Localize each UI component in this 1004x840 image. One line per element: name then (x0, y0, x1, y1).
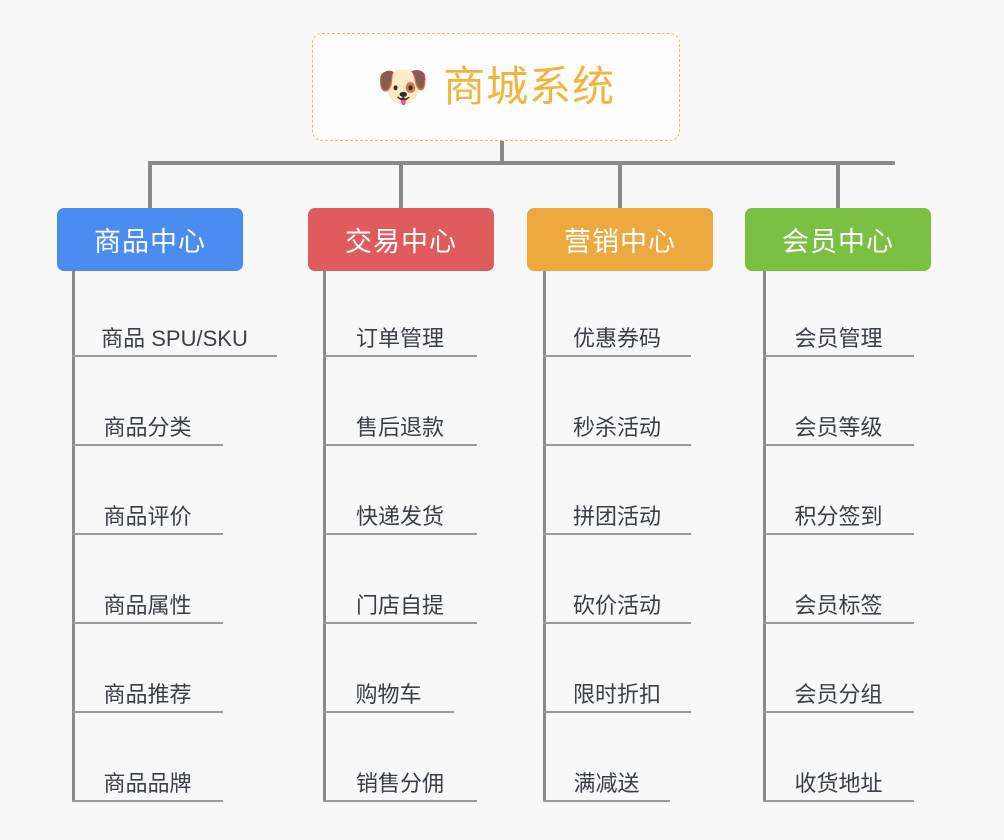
leaf-item[interactable]: 积分签到 (763, 504, 914, 535)
leaf-item[interactable]: 会员管理 (763, 326, 914, 357)
branch-drop-connector-trade-center (399, 161, 403, 208)
leaf-item[interactable]: 秒杀活动 (543, 415, 691, 446)
leaf-item-label: 销售分佣 (355, 770, 444, 796)
root-node[interactable]: 🐶 商城系统 (312, 33, 680, 141)
leaf-item[interactable]: 限时折扣 (543, 682, 691, 713)
leaf-item-label: 会员分组 (794, 681, 883, 707)
leaf-item[interactable]: 门店自提 (323, 593, 477, 624)
leaf-item[interactable]: 优惠券码 (543, 326, 691, 357)
branch-header-product-center[interactable]: 商品中心 (57, 208, 243, 271)
leaf-item-label: 商品分类 (103, 414, 192, 440)
leaf-item[interactable]: 会员分组 (763, 682, 914, 713)
branch-drop-connector-product-center (148, 161, 152, 208)
leaf-item-label: 门店自提 (355, 592, 444, 618)
leaf-item-label: 商品品牌 (103, 770, 192, 796)
leaf-item-label: 积分签到 (794, 503, 883, 529)
leaf-item[interactable]: 售后退款 (323, 415, 477, 446)
leaf-item[interactable]: 购物车 (323, 682, 454, 713)
branch-header-marketing-center[interactable]: 营销中心 (527, 208, 713, 271)
leaf-item-label: 会员标签 (794, 592, 883, 618)
leaf-item-label: 商品推荐 (103, 681, 192, 707)
leaf-item[interactable]: 商品品牌 (72, 771, 223, 802)
leaf-item-label: 秒杀活动 (572, 414, 661, 440)
leaf-item-label: 限时折扣 (572, 681, 661, 707)
leaf-item-label: 售后退款 (355, 414, 444, 440)
leaf-item[interactable]: 商品推荐 (72, 682, 223, 713)
leaf-item[interactable]: 拼团活动 (543, 504, 691, 535)
branch-drop-connector-member-center (836, 161, 840, 208)
leaf-item-label: 拼团活动 (572, 503, 661, 529)
leaf-item-label: 商品评价 (103, 503, 192, 529)
leaf-item[interactable]: 快递发货 (323, 504, 477, 535)
leaf-item[interactable]: 商品评价 (72, 504, 223, 535)
leaf-item-label: 会员等级 (794, 414, 883, 440)
leaf-item[interactable]: 订单管理 (323, 326, 477, 357)
leaf-item[interactable]: 商品属性 (72, 593, 223, 624)
leaf-item-label: 优惠券码 (572, 325, 661, 351)
leaf-item[interactable]: 收货地址 (763, 771, 914, 802)
leaf-item[interactable]: 商品分类 (72, 415, 223, 446)
branch-header-label: 营销中心 (564, 227, 676, 257)
branch-spine-product-center (72, 271, 75, 802)
leaf-item-label: 满减送 (573, 770, 640, 796)
leaf-item-label: 砍价活动 (572, 592, 661, 618)
root-stem-connector (500, 141, 504, 165)
leaf-item[interactable]: 满减送 (543, 771, 670, 802)
dog-face-icon: 🐶 (376, 63, 430, 110)
leaf-item-label: 购物车 (355, 681, 422, 707)
horizontal-bus-connector (148, 161, 895, 165)
branch-spine-trade-center (323, 271, 326, 802)
branch-header-label: 会员中心 (782, 227, 894, 257)
leaf-item[interactable]: 砍价活动 (543, 593, 691, 624)
leaf-item-label: 订单管理 (355, 325, 444, 351)
leaf-item[interactable]: 销售分佣 (323, 771, 477, 802)
leaf-item-label: 快递发货 (355, 503, 444, 529)
leaf-item[interactable]: 会员标签 (763, 593, 914, 624)
leaf-item-label: 商品 SPU/SKU (101, 325, 248, 351)
leaf-item[interactable]: 商品 SPU/SKU (72, 326, 277, 357)
branch-header-member-center[interactable]: 会员中心 (745, 208, 931, 271)
leaf-item-label: 商品属性 (103, 592, 192, 618)
root-title: 商城系统 (443, 63, 616, 110)
branch-header-label: 交易中心 (345, 227, 457, 257)
branch-spine-member-center (763, 271, 766, 802)
branch-header-trade-center[interactable]: 交易中心 (308, 208, 494, 271)
leaf-item-label: 收货地址 (794, 770, 883, 796)
leaf-item-label: 会员管理 (794, 325, 883, 351)
branch-header-label: 商品中心 (94, 227, 206, 257)
leaf-item[interactable]: 会员等级 (763, 415, 914, 446)
branch-spine-marketing-center (543, 271, 546, 802)
branch-drop-connector-marketing-center (618, 161, 622, 208)
